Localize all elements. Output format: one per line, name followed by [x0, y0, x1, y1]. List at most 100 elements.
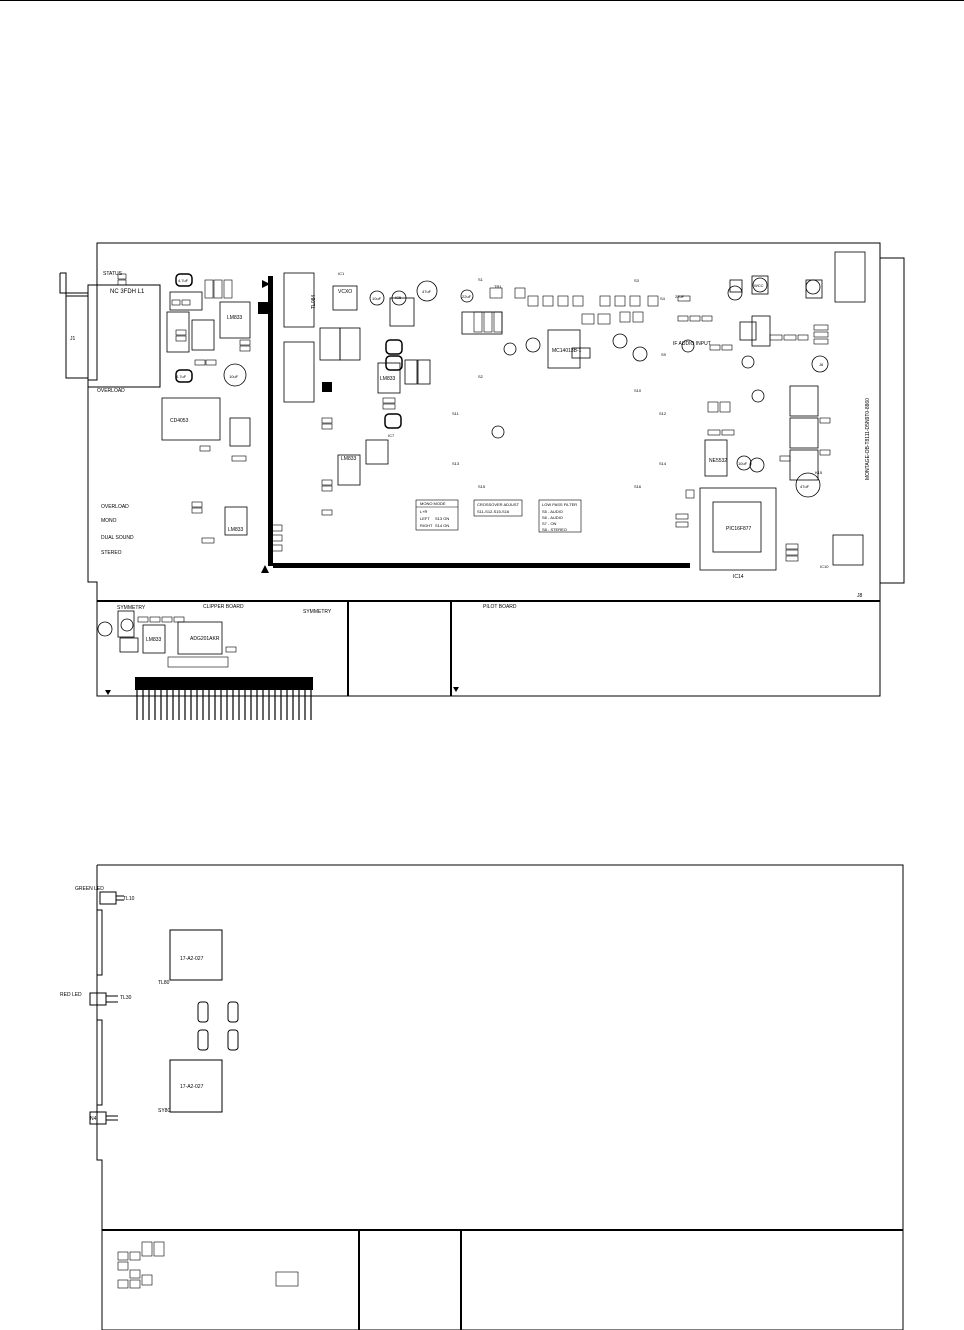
red-led-label: RED LED — [60, 992, 82, 998]
cap-c6: 10uF — [738, 461, 748, 466]
chip-tl084: TL084 — [311, 295, 317, 309]
low-pass-row-1: S5 - AUDIO — [542, 509, 563, 514]
s12-label: S12 — [659, 411, 667, 416]
chip-vcxo: VCXO — [338, 289, 352, 295]
s4-label: S4 — [660, 296, 666, 301]
s2-label: S2 — [478, 374, 484, 379]
s14-label: S14 — [659, 461, 667, 466]
mono-mode-row-3: RIGHT — [420, 523, 433, 528]
chip-cd4053: CD4053 — [170, 418, 189, 424]
pad-square-2 — [322, 382, 332, 392]
chip-lm833-d: LM833 — [380, 376, 396, 382]
tl10-label: TL10 — [123, 896, 135, 902]
cap-c7: 22uF — [675, 294, 685, 299]
triangle-markers — [105, 687, 459, 695]
rail-arrow-bottom — [261, 565, 269, 573]
overload-label: OVERLOAD — [97, 388, 125, 394]
mono-mode-val-3: S14 ON — [435, 523, 449, 528]
s16-label: S16 — [634, 484, 642, 489]
low-pass-box: LOW PASS FILTER S5 - AUDIO S6 - AUDIO S7… — [538, 499, 582, 533]
connector-ref-label: J1 — [70, 336, 76, 342]
status-label: STATUS — [103, 271, 123, 277]
mono-mode-val-2: S13 ON — [435, 516, 449, 521]
chip-ne5532: NE5532 — [709, 458, 727, 464]
overload2-label: OVERLOAD — [101, 504, 129, 510]
cap-10uf: 10uF — [229, 374, 239, 379]
tr1-label: TR1 — [494, 284, 502, 289]
board-id-label: MONTAGE-OB-T8111-D5N9T0-8860 — [865, 398, 871, 480]
cap-c2: 22uF — [462, 294, 472, 299]
s15-label: S15 — [478, 484, 486, 489]
cap-c4: 10uF — [372, 296, 382, 301]
chip-lm833-b: LM833 — [228, 527, 244, 533]
symmetry2-label: SYMMETRY — [303, 609, 332, 615]
crossover-box: CROSSOVER ADJUST S11-S12-S15-S16 — [473, 499, 523, 517]
stereo-label: STEREO — [101, 550, 122, 556]
resistor-blocks — [117, 273, 831, 668]
cap-c5: 4.7uF — [176, 374, 187, 379]
s3-label: S3 — [634, 278, 640, 283]
chip-lm833-c: LM833 — [341, 456, 357, 462]
s13-label: S13 — [452, 461, 460, 466]
page-header-rule — [0, 0, 964, 4]
s10-label: S10 — [634, 388, 642, 393]
top-labels: STATUS NC 3FDH L1 J1 OVERLOAD OVERLOAD M… — [70, 271, 871, 643]
pilot-board-label: PILOT BOARD — [483, 604, 517, 610]
cap-c8: 47uF — [800, 484, 810, 489]
s1-label: S1 — [478, 277, 484, 282]
chip-lm833-e: LM833 — [146, 637, 162, 643]
bottom-labels: GREEN LED TL10 RED LED TL30 TL80 SY80 N4… — [60, 886, 204, 1122]
if-audio-label: IF AUDIO INPUT — [673, 341, 711, 347]
chip-mc14013: MC14013B-1 — [552, 348, 582, 354]
sy80-label: SY80 — [158, 1108, 170, 1114]
j6-label: J6 — [819, 362, 824, 367]
mono-mode-title: MONO MODE — [420, 501, 446, 506]
cap-c3: 47uF — [422, 289, 432, 294]
ic5-label: IC5 — [395, 295, 402, 300]
mono-mode-box: MONO MODE L+R LEFT S13 ON RIGHT S14 ON — [415, 499, 459, 531]
ic7-label: IC7 — [388, 433, 395, 438]
pad-square-1 — [258, 302, 270, 314]
j8-label: J8 — [857, 593, 863, 599]
ic-lower-label: 17-A2-027 — [180, 1084, 204, 1090]
ic10-label: IC10 — [820, 564, 829, 569]
wcc-label: WCC — [754, 283, 764, 288]
octo-caps — [175, 273, 403, 429]
crossover-title: CROSSOVER ADJUST — [477, 502, 520, 507]
chip-adg201: ADG201AKR — [190, 636, 220, 642]
chip-ic14: IC14 — [733, 574, 744, 580]
mono-mode-row-2: LEFT — [420, 516, 430, 521]
top-board — [59, 242, 905, 697]
clipper-board-label: CLIPPER BOARD — [203, 604, 244, 610]
ground-rail-horizontal — [273, 563, 690, 568]
round-parts — [97, 277, 829, 637]
tl30-label: TL30 — [120, 995, 132, 1001]
ground-rail-vertical — [268, 276, 273, 566]
s9-label: S9 — [661, 352, 667, 357]
low-pass-row-3: S7 - ON — [542, 521, 557, 526]
rail-arrow-top — [262, 280, 270, 288]
connector-part-label: NC 3FDH L1 — [110, 289, 145, 295]
low-pass-row-4: S8 - STEREO — [542, 527, 567, 532]
low-pass-row-2: S6 - AUDIO — [542, 515, 563, 520]
mono-label: MONO — [101, 518, 117, 524]
ic-upper-label: 17-A2-027 — [180, 956, 204, 962]
dual-sound-label: DUAL SOUND — [101, 535, 134, 541]
bottom-board — [89, 864, 904, 1330]
top-components — [117, 251, 866, 655]
tl80-label: TL80 — [158, 980, 170, 986]
n4-label: N4 — [90, 1116, 97, 1122]
cap-c1: 4.7uF — [178, 278, 189, 283]
green-led-label: GREEN LED — [75, 886, 104, 892]
chip-pic16f877: PIC16F877 — [726, 526, 752, 532]
chip-lm833-a: LM833 — [227, 315, 243, 321]
symmetry-label: SYMMETRY — [117, 605, 146, 611]
mono-mode-row-1: L+R — [420, 509, 428, 514]
k15-label: K15 — [815, 470, 823, 475]
ic1-label: IC1 — [338, 271, 345, 276]
pin-header — [135, 677, 313, 720]
s11-label: S11 — [452, 411, 460, 416]
low-pass-title: LOW PASS FILTER — [542, 502, 577, 507]
crossover-row-1: S11-S12-S15-S16 — [477, 509, 510, 514]
